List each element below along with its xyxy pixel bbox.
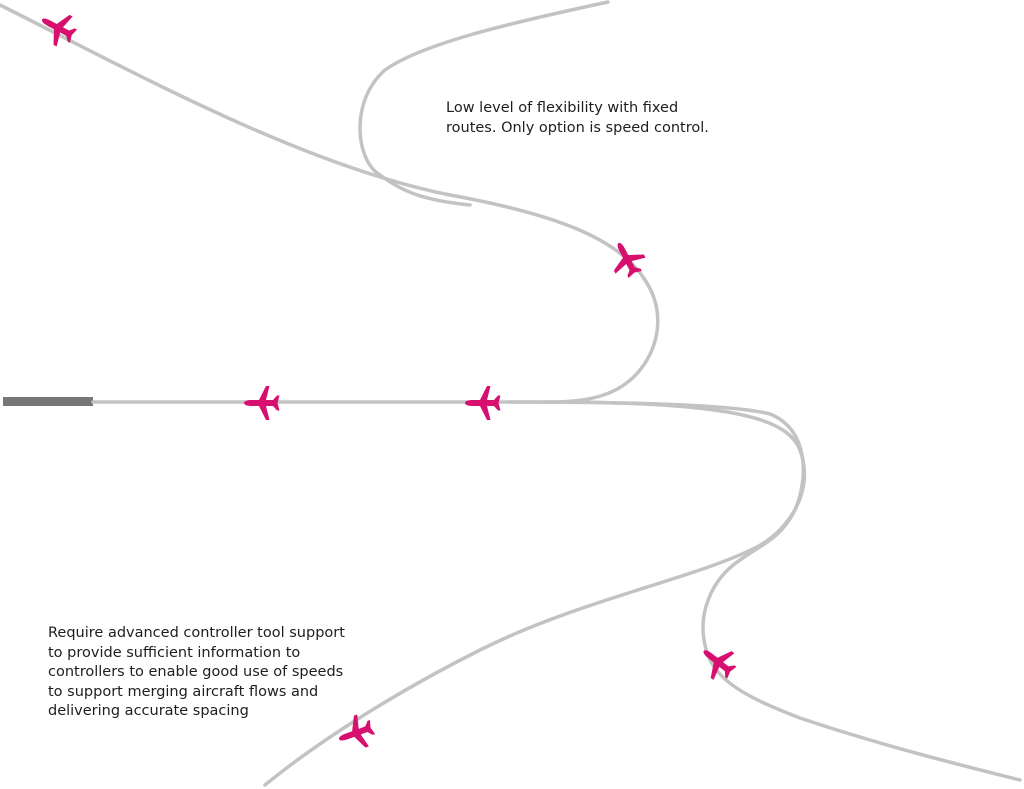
route-north-loop [358,0,610,207]
note-line: delivering accurate spacing [48,703,249,719]
route-south-west [263,400,807,787]
runway-bar [3,397,93,406]
airplane-icon [693,637,743,687]
airplane-icon [465,386,501,420]
route-north-west [0,3,647,282]
note-controller-tools: Require advanced controller tool support… [48,624,345,722]
route-south-loop [508,400,806,647]
airplane-icon [244,386,280,420]
note-line: routes. Only option is speed control. [446,119,709,136]
note-line: to provide sufficient information to [48,644,301,661]
route-north-descent [548,278,660,404]
note-line: Require advanced controller tool support [48,625,345,641]
note-fixed-routes: Low level of flexibility with fixed rout… [446,99,709,138]
note-line: controllers to enable good use of speeds [48,664,344,680]
note-line: Low level of flexibility with fixed [446,100,679,116]
route-south-east [703,643,1022,782]
note-line: to support merging aircraft flows and [48,683,319,700]
